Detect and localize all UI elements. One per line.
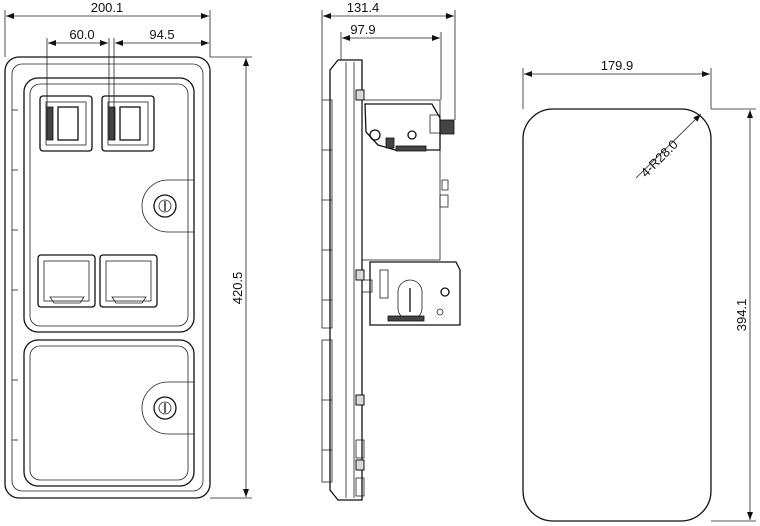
front-plate-inner-edge [11,63,204,492]
dim-cutout-radius: 4-R28.0 [635,113,702,180]
dim-cutout-width: 179.9 [522,58,712,109]
dim-side-inner-depth: 97.9 [340,22,442,100]
dim-slot-spacing: 60.0 [46,27,115,140]
coin-slot-top-left [39,95,93,152]
side-lower-mech [369,261,461,326]
cutout-outline [522,108,712,522]
coin-return-bottom-right [99,254,158,308]
lower-lock [141,381,194,435]
side-lower-door-edge [321,339,333,483]
cutout-view: 179.9 4-R28.0 394.1 [522,58,756,522]
dim-slot-spacing-label: 60.0 [69,27,94,42]
dim-front-width: 200.1 [4,0,211,57]
side-upper-mech [361,99,441,261]
dim-slot-offset: 94.5 [115,27,209,46]
dim-side-depth-label: 131.4 [347,0,380,15]
lower-door [23,339,195,487]
dim-cutout-width-label: 179.9 [601,58,634,73]
coin-return-bottom-left [37,254,96,308]
side-upper-mech-bracket [364,103,441,151]
dim-side-inner-depth-label: 97.9 [350,22,375,37]
dim-slot-offset-label: 94.5 [149,27,174,42]
front-view: 200.1 60.0 94.5 420.5 [4,0,252,499]
dim-cutout-radius-label: 4-R28.0 [638,137,681,180]
upper-lock [141,179,194,233]
side-flange [329,59,363,501]
side-upper-door-edge [321,99,333,329]
dim-cutout-height-label: 394.1 [734,299,749,332]
lower-door-inner [29,345,189,481]
dim-front-height-label: 420.5 [230,272,245,305]
dim-side-depth: 131.4 [321,0,456,120]
dim-front-width-label: 200.1 [91,0,124,15]
dim-front-height: 420.5 [210,56,252,499]
dim-cutout-height: 394.1 [711,108,756,522]
front-edge-ticks [12,109,18,441]
side-view: 131.4 97.9 [321,0,461,501]
coin-slot-top-right [101,95,155,152]
side-upper-knob [439,119,455,135]
front-plate-outline [4,56,211,499]
